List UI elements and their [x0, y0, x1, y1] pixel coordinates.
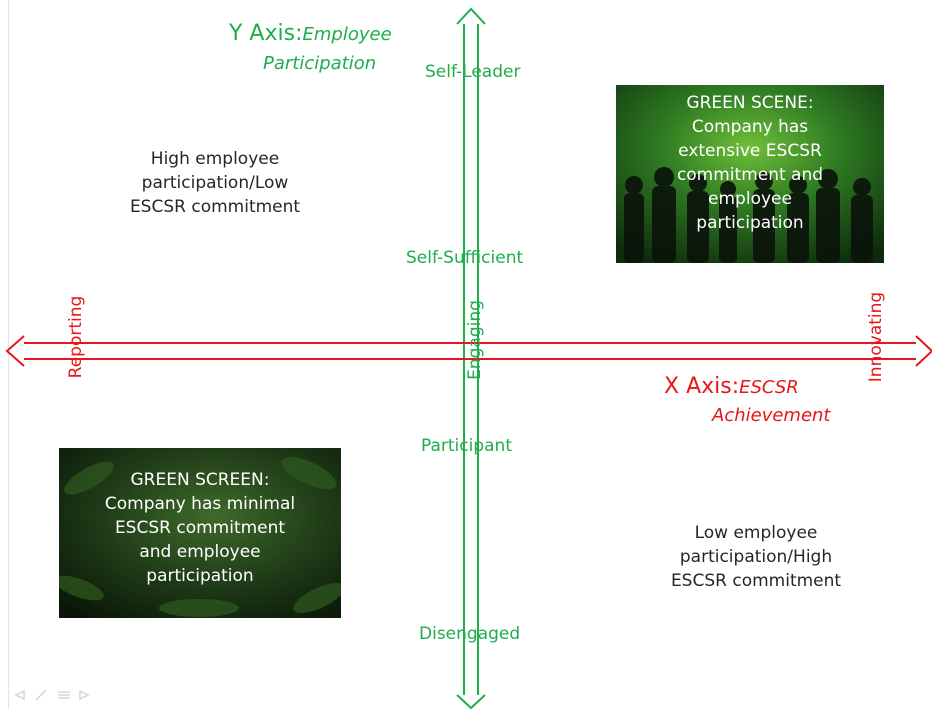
quadrant-bottom-right-text: Low employee participation/High ESCSR co…	[640, 521, 872, 593]
y-axis-subtitle-line2: Participation	[263, 53, 377, 74]
people-silhouettes-icon	[624, 167, 873, 263]
green-scene-line1: GREEN SCENE:	[686, 93, 814, 113]
green-scene-line3: extensive ESCSR	[678, 141, 822, 161]
green-screen-line3: ESCSR commitment	[114, 518, 286, 538]
x-axis-right-label: Innovating	[866, 291, 886, 383]
green-screen-text: GREEN SCREEN: Company has minimal ESCSR …	[59, 468, 341, 588]
x-axis-title: X Axis:ESCSR	[664, 374, 799, 399]
y-axis-title-label: Y Axis:	[229, 21, 303, 46]
green-screen-line4: and employee	[139, 542, 261, 562]
y-axis-subtitle-line1: Employee	[302, 24, 392, 45]
green-screen-background	[59, 448, 341, 618]
green-scene-image: GREEN SCENE: Company has extensive ESCSR…	[616, 85, 884, 263]
y-axis-title: Y Axis:Employee	[229, 21, 392, 46]
previous-slide-icon	[14, 689, 25, 701]
x-axis-arrow	[5, 335, 932, 367]
green-scene-line4: commitment and	[676, 165, 824, 185]
x-axis-title-label: X Axis:	[664, 374, 740, 399]
jungle-leaves-icon	[59, 456, 341, 617]
level-self-sufficient: Self-Sufficient	[406, 248, 524, 268]
green-screen-line1: GREEN SCREEN:	[130, 470, 270, 490]
quadrant-top-left-line3: ESCSR commitment	[129, 197, 301, 217]
green-scene-text: GREEN SCENE: Company has extensive ESCSR…	[616, 91, 884, 235]
x-axis-subtitle-line1: ESCSR	[739, 377, 799, 398]
slide-border	[8, 0, 932, 709]
green-screen-line2: Company has minimal	[104, 494, 296, 514]
green-scene-line5: employee	[708, 189, 792, 209]
next-slide-icon	[79, 689, 90, 701]
level-participant: Participant	[421, 436, 513, 456]
quadrant-bottom-right-line1: Low employee	[694, 523, 818, 543]
x-axis-subtitle-line2: Achievement	[712, 405, 831, 426]
green-screen-image: GREEN SCREEN: Company has minimal ESCSR …	[59, 448, 341, 618]
level-self-leader: Self-Leader	[425, 62, 521, 82]
pen-icon	[35, 689, 47, 701]
quadrant-top-left-text: High employee participation/Low ESCSR co…	[100, 147, 330, 219]
quadrant-bottom-right-line2: participation/High	[679, 547, 833, 567]
green-screen-line5: participation	[146, 566, 254, 586]
green-scene-line6: participation	[696, 213, 804, 233]
level-disengaged: Disengaged	[419, 624, 521, 644]
quadrant-top-left-line1: High employee	[150, 149, 280, 169]
quadrant-bottom-right-line3: ESCSR commitment	[670, 571, 842, 591]
green-scene-line2: Company has	[691, 117, 809, 137]
quadrant-top-left-line2: participation/Low	[141, 173, 289, 193]
slideshow-controls[interactable]	[14, 688, 94, 702]
green-scene-background	[616, 85, 884, 263]
level-engaging: Engaging	[465, 300, 485, 380]
x-axis-left-label: Reporting	[66, 295, 86, 379]
menu-icon	[58, 691, 70, 699]
